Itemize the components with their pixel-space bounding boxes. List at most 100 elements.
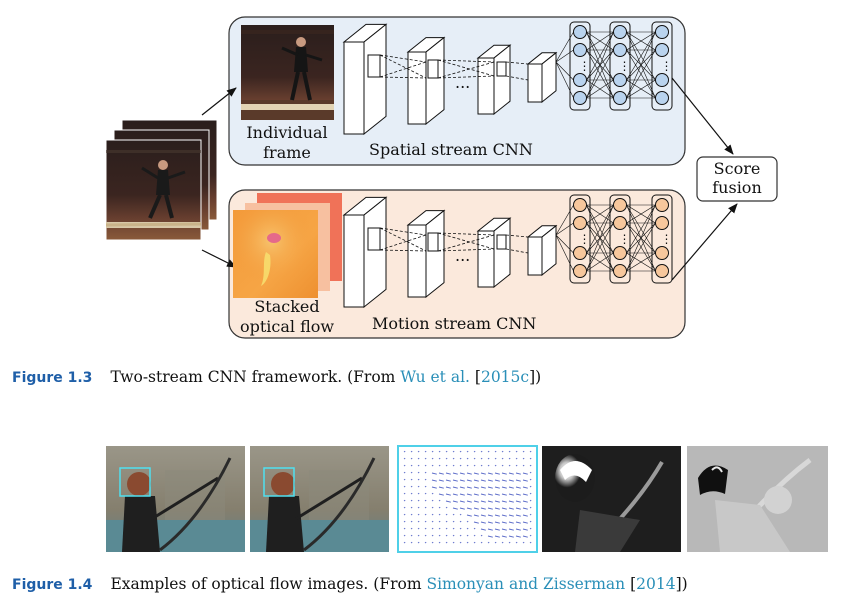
motion-ellipsis: ... bbox=[455, 246, 470, 265]
spatial-fc-node-2-2 bbox=[613, 43, 627, 57]
motion-fc-node-2-2 bbox=[613, 216, 627, 230]
spatial-fc-node-3-4 bbox=[655, 91, 669, 105]
motion-fc-node-3-3 bbox=[655, 246, 669, 260]
spatial-ellipsis: ... bbox=[455, 73, 470, 92]
spatial-fc-node-2-1 bbox=[613, 25, 627, 39]
spatial-fc-link-0-3-0 bbox=[586, 31, 614, 99]
motion-fc-link-1-3-1 bbox=[626, 222, 656, 272]
motion-fc-link-1-1-0 bbox=[626, 204, 656, 224]
spatial-fc-node-1-2 bbox=[573, 43, 587, 57]
motion-fc-input-3 bbox=[555, 234, 574, 272]
score-fusion-box bbox=[696, 156, 778, 202]
spatial-fc-link-0-2-0 bbox=[586, 31, 614, 81]
spatial-fc-link-0-3-2 bbox=[586, 79, 614, 99]
motion-conn-1-0 bbox=[379, 227, 427, 236]
spatial-conv-layer-3 bbox=[476, 44, 512, 116]
arrow-spatial-to-fusion bbox=[671, 77, 734, 155]
motion-fc-node-2-3 bbox=[613, 246, 627, 260]
motion-fc-node-1-4 bbox=[573, 264, 587, 278]
score-fusion-label-line2: fusion bbox=[712, 178, 762, 197]
motion-conn-3-0 bbox=[505, 234, 529, 238]
motion-conn-2-1 bbox=[437, 248, 495, 252]
motion-fc-node-1-2 bbox=[573, 216, 587, 230]
motion-fc-node-2-1 bbox=[613, 198, 627, 212]
motion-fc-node-3-1 bbox=[655, 198, 669, 212]
figure-1-3-bracket-open: [ bbox=[469, 368, 481, 386]
motion-conv-layer-2 bbox=[406, 209, 446, 299]
individual-frame-label-line2: frame bbox=[263, 143, 311, 162]
spatial-fc-column-3 bbox=[651, 21, 673, 111]
motion-conn-1-3 bbox=[379, 234, 427, 251]
spatial-conn-1-0 bbox=[379, 54, 427, 63]
figure-1-4-bracket-open: [ bbox=[625, 575, 637, 593]
motion-conn-3-1 bbox=[505, 248, 529, 254]
motion-fc-link-0-3-0 bbox=[586, 204, 614, 272]
motion-cnn-layers: ...⋮⋮⋮ bbox=[342, 194, 673, 309]
stacked-optical-flow-image bbox=[233, 193, 342, 298]
spatial-conn-1-2 bbox=[379, 54, 427, 79]
figure-1-3-caption-text: Two-stream CNN framework. (From bbox=[110, 368, 401, 386]
motion-fc-link-1-3-0 bbox=[626, 204, 656, 272]
motion-fc-link-0-3-1 bbox=[586, 222, 614, 272]
motion-conn-1-1 bbox=[379, 249, 427, 252]
score-fusion-label-line1: Score bbox=[714, 159, 761, 178]
spatial-kernel-2 bbox=[427, 59, 439, 79]
figure-1-4-caption: Figure 1.4 Examples of optical flow image… bbox=[12, 575, 688, 593]
spatial-fc-node-2-4 bbox=[613, 91, 627, 105]
spatial-fc-node-1-3 bbox=[573, 73, 587, 87]
figure-1-4-number: Figure 1.4 bbox=[12, 577, 93, 593]
motion-fc-node-1-3 bbox=[573, 246, 587, 260]
motion-fc-dots-2: ⋮ bbox=[619, 232, 631, 246]
motion-fc-link-0-1-0 bbox=[586, 204, 614, 224]
motion-conv-layer-1 bbox=[342, 196, 388, 309]
spatial-fc-node-3-2 bbox=[655, 43, 669, 57]
figure-1-3-cite-author[interactable]: Wu et al. bbox=[400, 368, 470, 386]
spatial-conn-1-1 bbox=[379, 76, 427, 79]
spatial-fc-input-3 bbox=[555, 61, 574, 99]
motion-fc-link-1-3-2 bbox=[626, 252, 656, 272]
spatial-conv-layer-2 bbox=[406, 36, 446, 126]
motion-fc-node-3-4 bbox=[655, 264, 669, 278]
motion-fc-node-2-4 bbox=[613, 264, 627, 278]
spatial-fc-dots-2: ⋮ bbox=[619, 59, 631, 73]
spatial-fc-node-3-1 bbox=[655, 25, 669, 39]
motion-kernel-1 bbox=[367, 227, 381, 251]
spatial-stream-label: Spatial stream CNN bbox=[369, 140, 533, 159]
spatial-fc-link-1-3-0 bbox=[626, 31, 656, 99]
spatial-fc-input-0 bbox=[555, 31, 574, 63]
motion-fc-link-0-2-0 bbox=[586, 204, 614, 254]
motion-fc-node-1-1 bbox=[573, 198, 587, 212]
spatial-fc-column-1 bbox=[569, 21, 591, 111]
spatial-fc-node-1-4 bbox=[573, 91, 587, 105]
motion-kernel-2 bbox=[427, 232, 439, 252]
motion-fc-link-0-3-2 bbox=[586, 252, 614, 272]
motion-fc-node-3-2 bbox=[655, 216, 669, 230]
motion-fc-column-1 bbox=[569, 194, 591, 284]
spatial-fc-link-1-2-0 bbox=[626, 31, 656, 81]
spatial-conn-2-0 bbox=[437, 59, 495, 63]
spatial-fc-dots-3: ⋮ bbox=[661, 59, 673, 73]
figure-1-3-bracket-close: ]) bbox=[529, 368, 542, 386]
motion-fc-column-3 bbox=[651, 194, 673, 284]
spatial-conv-layer-1 bbox=[342, 23, 388, 136]
figure-1-3-cite-year[interactable]: 2015c bbox=[480, 368, 530, 386]
spatial-fc-node-2-3 bbox=[613, 73, 627, 87]
spatial-fc-dots-1: ⋮ bbox=[579, 59, 591, 73]
spatial-fc-link-0-1-0 bbox=[586, 31, 614, 51]
motion-conn-2-0 bbox=[437, 232, 495, 236]
figure-1-4-caption-text: Examples of optical flow images. (From bbox=[110, 575, 427, 593]
figure-1-4-cite-year[interactable]: 2014 bbox=[636, 575, 676, 593]
spatial-cnn-layers: ... ⋮ ⋮ ⋮ bbox=[342, 21, 673, 136]
arrow-to-spatial bbox=[201, 87, 237, 116]
spatial-conn-1-3 bbox=[379, 61, 427, 78]
motion-conv-layer-3 bbox=[476, 217, 512, 289]
motion-fc-link-1-2-0 bbox=[626, 204, 656, 254]
figure-1-4-cite-author[interactable]: Simonyan and Zisserman bbox=[426, 575, 626, 593]
motion-fc-input-2 bbox=[555, 234, 574, 254]
spatial-fc-link-1-3-1 bbox=[626, 49, 656, 99]
motion-stream-label: Motion stream CNN bbox=[372, 314, 536, 333]
motion-fc-dots-1: ⋮ bbox=[579, 232, 591, 246]
